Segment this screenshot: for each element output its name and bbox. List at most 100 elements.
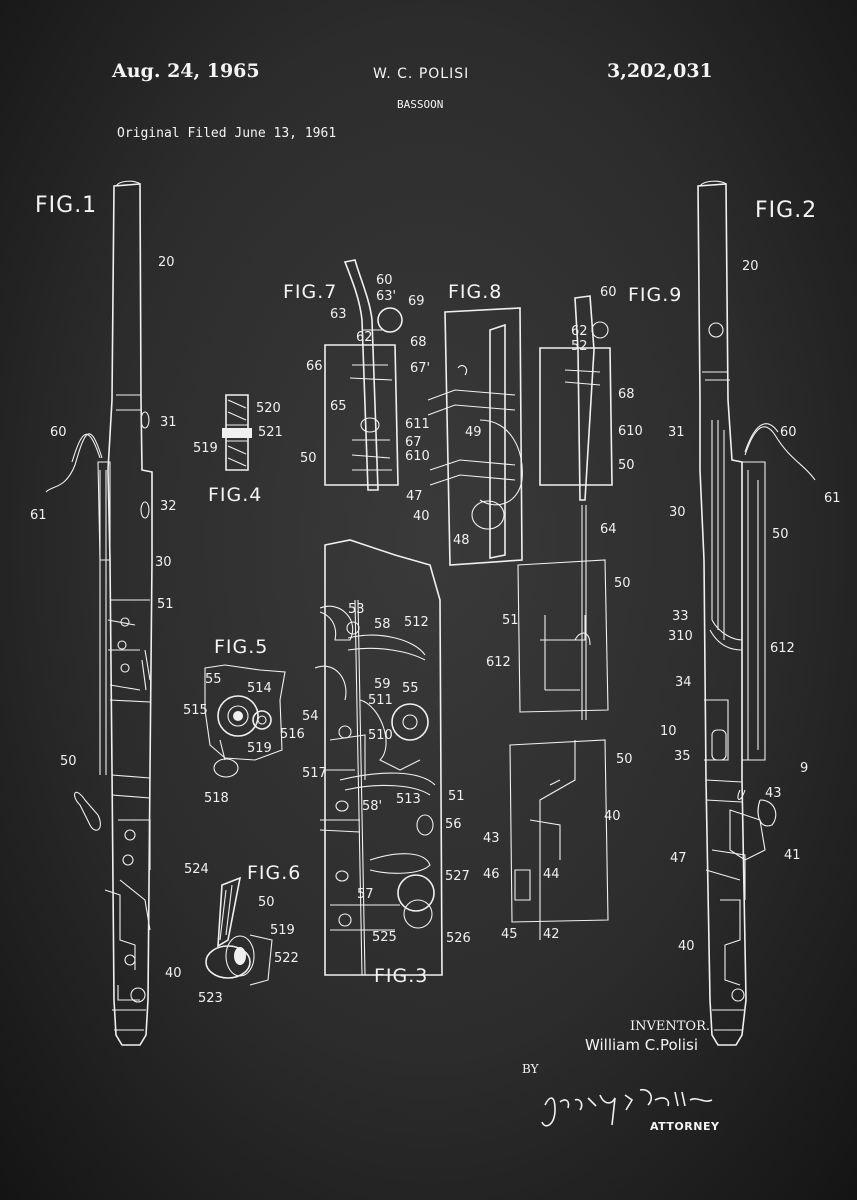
reference-number: 53 [348, 602, 365, 617]
reference-number: 525 [372, 930, 397, 945]
reference-number: 50 [300, 451, 317, 466]
reference-number: 55 [402, 681, 419, 696]
reference-number: 33 [672, 609, 689, 624]
reference-number: 69 [408, 294, 425, 309]
reference-number: 60 [376, 273, 393, 288]
reference-number: 43 [765, 786, 782, 801]
reference-number: 49 [465, 425, 482, 440]
reference-number: 61 [824, 491, 841, 506]
reference-number: 68 [618, 387, 635, 402]
reference-number: 510 [368, 728, 393, 743]
reference-number: 67 [405, 435, 422, 450]
reference-number: 57 [357, 887, 374, 902]
reference-number: 9 [800, 761, 808, 776]
reference-number: 60 [50, 425, 67, 440]
reference-number: 519 [270, 923, 295, 938]
fig1-label: FIG.1 [35, 193, 98, 218]
fig4-drawing [222, 395, 252, 470]
fig6-label: FIG.6 [247, 862, 302, 884]
reference-number: 514 [247, 681, 272, 696]
reference-number: 55 [205, 672, 222, 687]
fig9-drawing [510, 296, 612, 940]
reference-number: 611 [405, 417, 430, 432]
fig3-drawing [315, 540, 442, 975]
attorney-caption: ATTORNEY [650, 1120, 720, 1133]
reference-number: 516 [280, 727, 305, 742]
reference-number: 519 [247, 741, 272, 756]
reference-number: 41 [784, 848, 801, 863]
reference-number: 47 [406, 489, 423, 504]
reference-number: 60 [600, 285, 617, 300]
reference-number: 612 [486, 655, 511, 670]
inventor-full-name: William C.Polisi [585, 1036, 698, 1054]
reference-number: 520 [256, 401, 281, 416]
reference-number: 42 [543, 927, 560, 942]
reference-number: 50 [616, 752, 633, 767]
patent-title: BASSOON [397, 98, 444, 111]
fig8-drawing [428, 308, 522, 565]
reference-number: 515 [183, 703, 208, 718]
patent-date: Aug. 24, 1965 [112, 60, 260, 82]
reference-number: 511 [368, 693, 393, 708]
reference-number: 523 [198, 991, 223, 1006]
fig5-label: FIG.5 [214, 636, 269, 658]
fig8-label: FIG.8 [448, 281, 503, 303]
reference-number: 522 [274, 951, 299, 966]
reference-number: 61 [30, 508, 47, 523]
fig2-bassoon-drawing [698, 181, 815, 1045]
reference-number: 64 [600, 522, 617, 537]
by-caption: BY [522, 1062, 539, 1076]
reference-number: 310 [668, 629, 693, 644]
fig5-drawing [205, 665, 285, 777]
reference-number: 40 [165, 966, 182, 981]
reference-number: 67' [410, 361, 430, 376]
reference-number: 48 [453, 533, 470, 548]
reference-number: 51 [502, 613, 519, 628]
reference-number: 34 [675, 675, 692, 690]
filed-date: Original Filed June 13, 1961 [117, 126, 337, 141]
reference-number: 63' [376, 289, 396, 304]
reference-number: 50 [618, 458, 635, 473]
reference-number: 43 [483, 831, 500, 846]
reference-number: 30 [669, 505, 686, 520]
reference-number: 10 [660, 724, 677, 739]
fig2-label: FIG.2 [755, 198, 818, 223]
fig7-label: FIG.7 [283, 281, 338, 303]
reference-number: 518 [204, 791, 229, 806]
reference-number: 51 [448, 789, 465, 804]
reference-number: 50 [60, 754, 77, 769]
reference-number: 56 [445, 817, 462, 832]
reference-number: 20 [742, 259, 759, 274]
reference-number: 62 [571, 324, 588, 339]
reference-number: 44 [543, 867, 560, 882]
reference-number: 68 [410, 335, 427, 350]
reference-number: 58 [374, 617, 391, 632]
reference-number: 519 [193, 441, 218, 456]
fig3-label: FIG.3 [374, 965, 429, 987]
reference-number: 32 [160, 499, 177, 514]
reference-number: 35 [674, 749, 691, 764]
reference-number: 610 [618, 424, 643, 439]
reference-number: 30 [155, 555, 172, 570]
reference-number: 527 [445, 869, 470, 884]
fig9-label: FIG.9 [628, 284, 683, 306]
reference-number: 40 [413, 509, 430, 524]
reference-number: 50 [614, 576, 631, 591]
reference-number: 40 [678, 939, 695, 954]
reference-number: 60 [780, 425, 797, 440]
reference-number: 45 [501, 927, 518, 942]
reference-number: 31 [668, 425, 685, 440]
reference-number: 47 [670, 851, 687, 866]
reference-number: 20 [158, 255, 175, 270]
reference-number: 612 [770, 641, 795, 656]
reference-number: 59 [374, 677, 391, 692]
reference-number: 62 [356, 330, 373, 345]
reference-number: 517 [302, 766, 327, 781]
reference-number: 526 [446, 931, 471, 946]
fig4-label: FIG.4 [208, 484, 263, 506]
reference-number: 513 [396, 792, 421, 807]
reference-number: 65 [330, 399, 347, 414]
patent-number: 3,202,031 [607, 60, 713, 82]
reference-number: 50 [258, 895, 275, 910]
